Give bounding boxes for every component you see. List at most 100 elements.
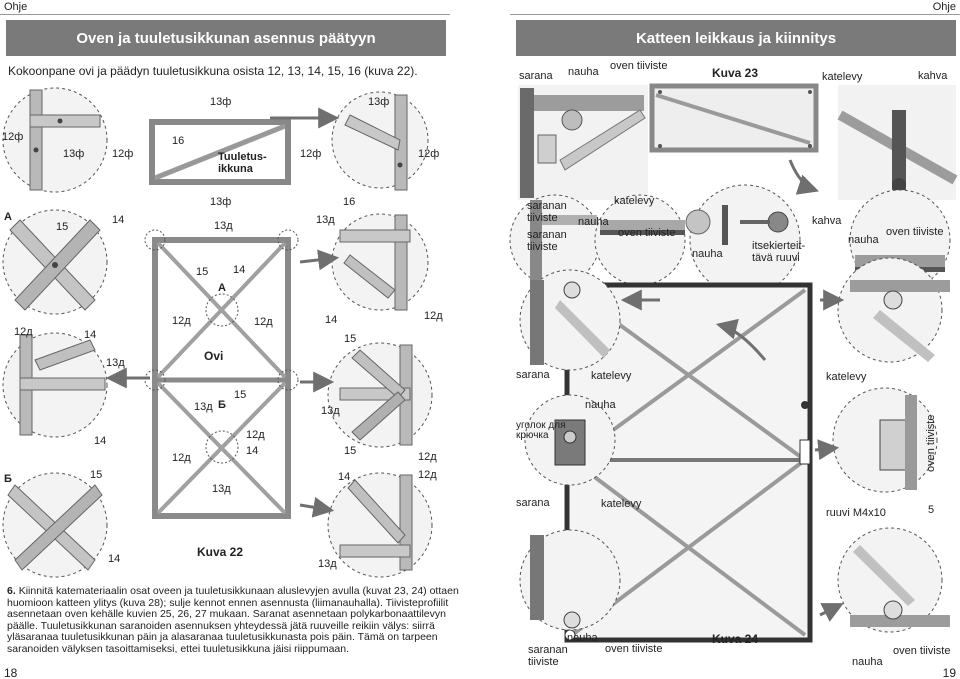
label-15-r3: 15 xyxy=(56,221,69,233)
label-13d-r4: 13д xyxy=(106,357,125,369)
header-right: Ohje xyxy=(932,1,956,13)
label-oven-tiiviste-4: oven tiiviste xyxy=(925,414,937,472)
label-13f-top-a: 13ф xyxy=(210,96,232,108)
label-ruuvi: ruuvi M4x10 xyxy=(826,507,886,519)
step-body: Kiinnitä katemateriaalin osat oveen ja t… xyxy=(7,585,459,655)
label-nauha-6: nauha xyxy=(567,632,598,644)
figure-23-label: Kuva 23 xyxy=(712,66,759,80)
label-16-top: 16 xyxy=(172,135,185,147)
label-ugolok: уголок для крючка xyxy=(516,420,566,441)
label-13d-r5: 13д xyxy=(321,405,340,417)
label-13d-r3b: 13д xyxy=(316,214,335,226)
label-door-13d: 13д xyxy=(194,401,213,413)
label-13d-r7: 13д xyxy=(318,558,337,570)
label-nauha-3: nauha xyxy=(848,234,879,246)
circle-nauha-katelevy xyxy=(594,194,686,286)
vent-window-kuva23 xyxy=(649,83,819,153)
circle-hook xyxy=(524,394,616,486)
arrow-door-top-right xyxy=(299,249,340,271)
label-13f-c: 13ф xyxy=(63,148,85,160)
label-door-12d: 12д xyxy=(246,429,265,441)
detail-circle-bottom-right xyxy=(327,472,433,578)
label-12d-r6: 12д xyxy=(418,469,437,481)
label-door-15: 15 xyxy=(196,266,209,278)
label-katelevy-1: katelevy xyxy=(822,71,863,83)
vent-window-frame xyxy=(149,119,291,185)
header-rule-right xyxy=(510,14,960,15)
label-12d-r4a: 12д xyxy=(172,315,191,327)
label-14-r6: 14 xyxy=(338,471,351,483)
detail-circle-B xyxy=(2,472,108,578)
label-B-circle: Б xyxy=(4,473,12,485)
label-12f-b: 12ф xyxy=(112,148,134,160)
label-14-r5: 14 xyxy=(94,435,107,447)
detail-circle-top-left xyxy=(2,87,108,193)
label-12f-left: 12ф xyxy=(2,131,24,143)
label-katelevy-4: katelevy xyxy=(826,371,867,383)
window-name: Tuuletus- ikkuna xyxy=(218,151,267,175)
detail-circle-middle-left xyxy=(2,332,108,438)
label-16-r2: 16 xyxy=(343,196,356,208)
label-14-r4: 14 xyxy=(84,329,97,341)
detail-circle-top-right xyxy=(331,91,429,191)
circle-kahva-ruuvi xyxy=(685,184,801,296)
label-13d-r3a: 13д xyxy=(214,220,233,232)
label-12d-left: 12д xyxy=(14,326,33,338)
label-katelevy-2: katelevy xyxy=(614,195,655,207)
figure-24-label: Kuva 24 xyxy=(712,632,759,646)
label-kahva-1: kahva xyxy=(918,70,948,82)
detail-circle-middle-right xyxy=(327,342,433,448)
circle-hinge-bottom xyxy=(519,529,621,631)
label-kahva-2: kahva xyxy=(812,215,842,227)
label-door-12d-b: 12д xyxy=(172,452,191,464)
label-door-14b: 14 xyxy=(246,445,259,457)
hinge-detail-top xyxy=(518,85,648,200)
label-oven-tiiviste-3: oven tiiviste xyxy=(886,226,944,238)
header-rule-left xyxy=(0,14,450,15)
page-number-right: 19 xyxy=(942,666,956,679)
figure-22-label: Kuva 22 xyxy=(197,545,244,559)
label-oven-tiiviste-6: oven tiiviste xyxy=(893,645,951,657)
label-oven-tiiviste-2: oven tiiviste xyxy=(618,227,676,239)
circle-handle-side xyxy=(832,387,938,493)
label-13f-r2: 13ф xyxy=(210,196,232,208)
label-14-r7: 14 xyxy=(108,553,121,565)
label-15-r6: 15 xyxy=(90,469,103,481)
label-saranan-tiiviste-3: saranan tiiviste xyxy=(528,644,568,668)
label-sarana-2: sarana xyxy=(516,369,550,381)
label-nauha-4: nauha xyxy=(692,248,723,260)
label-nauha-1: nauha xyxy=(568,66,599,78)
label-12d-r5: 12д xyxy=(418,451,437,463)
label-oven-tiiviste-1: oven tiiviste xyxy=(610,60,668,72)
label-nauha-7: nauha xyxy=(852,656,883,668)
label-A-circle: A xyxy=(4,211,12,223)
label-sarana-3: sarana xyxy=(516,497,550,509)
circle-corner-right-bottom xyxy=(837,527,950,633)
circle-corner-right-top xyxy=(837,257,950,363)
label-nauha-2: nauha xyxy=(578,216,609,228)
label-oven-tiiviste-5: oven tiiviste xyxy=(605,643,663,655)
label-door-A: A xyxy=(218,282,226,294)
right-banner: Katteen leikkaus ja kiinnitys xyxy=(516,20,956,56)
door-name: Ovi xyxy=(204,349,224,363)
label-13f-top-b: 13ф xyxy=(368,96,390,108)
arrow-door-handle xyxy=(814,439,840,461)
label-nauha-5: nauha xyxy=(585,399,616,411)
detail-circle-top-corner xyxy=(331,213,429,311)
label-12f-c: 12ф xyxy=(300,148,322,160)
page-number-left: 18 xyxy=(4,666,18,679)
circle-hinge-top xyxy=(519,269,621,371)
label-12f-right: 12ф xyxy=(418,148,440,160)
label-12d-r4b: 12д xyxy=(254,316,273,328)
header-left: Ohje xyxy=(4,1,28,13)
label-door-13d-bottom: 13д xyxy=(212,483,231,495)
label-katelevy-3: katelevy xyxy=(591,370,632,382)
label-sarana-1: sarana xyxy=(519,70,553,82)
label-12d-right: 12д xyxy=(424,310,443,322)
label-katelevy-5: katelevy xyxy=(601,498,642,510)
arrow-kuva23-down xyxy=(788,159,819,195)
label-15-r4: 15 xyxy=(344,333,357,345)
label-itsekierteittava: itsekierteit- tävä ruuvi xyxy=(752,240,806,264)
label-door-15b: 15 xyxy=(234,389,247,401)
